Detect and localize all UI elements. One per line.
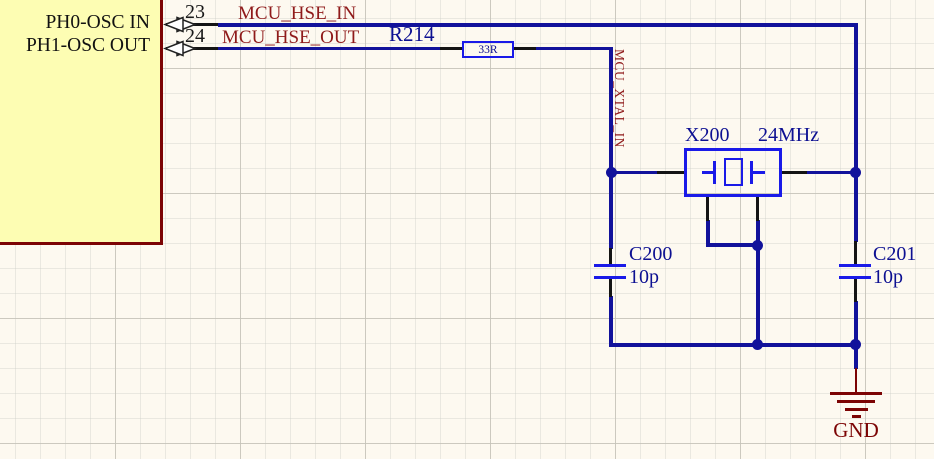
wire-ground-bus[interactable]	[609, 343, 858, 347]
c200-top-lead	[609, 248, 613, 265]
wire-crystal-gnd-down[interactable]	[756, 220, 760, 346]
net-label-hse-in[interactable]: MCU_HSE_IN	[238, 3, 357, 24]
crystal-designator[interactable]: X200	[685, 124, 730, 146]
wire-hse-out-to-resistor[interactable]	[218, 46, 441, 51]
resistor-body[interactable]: 33R	[462, 41, 514, 58]
wire-crystal-gnd-bridge[interactable]	[706, 243, 760, 247]
pin-24-number: 24	[185, 25, 205, 47]
net-label-xtal-in[interactable]: MCU_XTAL_IN	[612, 49, 627, 148]
wire-resistor-to-corner[interactable]	[535, 46, 613, 51]
resistor-designator[interactable]: R214	[389, 22, 435, 46]
junction-dot[interactable]	[752, 339, 764, 351]
wire-crystal-left-pin[interactable]	[609, 170, 658, 175]
c200-value[interactable]: 10p	[629, 266, 659, 288]
wire-crystal-gnd-left-vert[interactable]	[706, 220, 710, 246]
junction-dot[interactable]	[752, 239, 764, 251]
crystal-body[interactable]	[684, 148, 782, 197]
c201-top-lead	[854, 241, 858, 265]
junction-dot[interactable]	[850, 339, 862, 351]
pin-23-number: 23	[185, 1, 205, 23]
gnd-label: GND	[833, 418, 879, 442]
junction-dot[interactable]	[850, 167, 862, 178]
wire-hse-in-vertical[interactable]	[854, 23, 858, 242]
wire-to-gnd-symbol[interactable]	[854, 343, 858, 369]
resistor-value: 33R	[478, 43, 498, 56]
junction-dot[interactable]	[605, 167, 617, 178]
resistor-left-lead	[440, 47, 463, 50]
wire-c200-bottom[interactable]	[609, 296, 613, 346]
c201-value[interactable]: 10p	[873, 266, 903, 288]
crystal-gnd-lead-left	[706, 196, 710, 221]
c200-designator[interactable]: C200	[629, 243, 673, 265]
mcu-component-block[interactable]: PH0-OSC IN PH1-OSC OUT	[0, 0, 163, 245]
c201-designator[interactable]: C201	[873, 243, 917, 265]
c201-bottom-lead	[854, 279, 858, 302]
c200-bottom-lead	[609, 279, 613, 297]
crystal-gnd-lead-right	[756, 196, 760, 221]
crystal-right-lead	[780, 171, 807, 174]
wire-c201-bottom[interactable]	[854, 301, 858, 346]
resistor-right-lead	[513, 47, 536, 50]
wire-crystal-right-pin[interactable]	[806, 170, 857, 175]
wire-hse-in-horizontal[interactable]	[218, 23, 858, 27]
net-label-hse-out[interactable]: MCU_HSE_OUT	[222, 27, 360, 48]
wire-xtal-in-vertical[interactable]	[609, 46, 613, 249]
pin-name-ph1: PH1-OSC OUT	[25, 35, 150, 56]
crystal-left-lead	[657, 171, 685, 174]
pin-24-io-arrows-icon	[163, 40, 198, 57]
pin-name-ph0: PH0-OSC IN	[45, 12, 150, 33]
pin-23-io-arrows-icon	[163, 16, 198, 33]
crystal-value[interactable]: 24MHz	[758, 124, 820, 146]
